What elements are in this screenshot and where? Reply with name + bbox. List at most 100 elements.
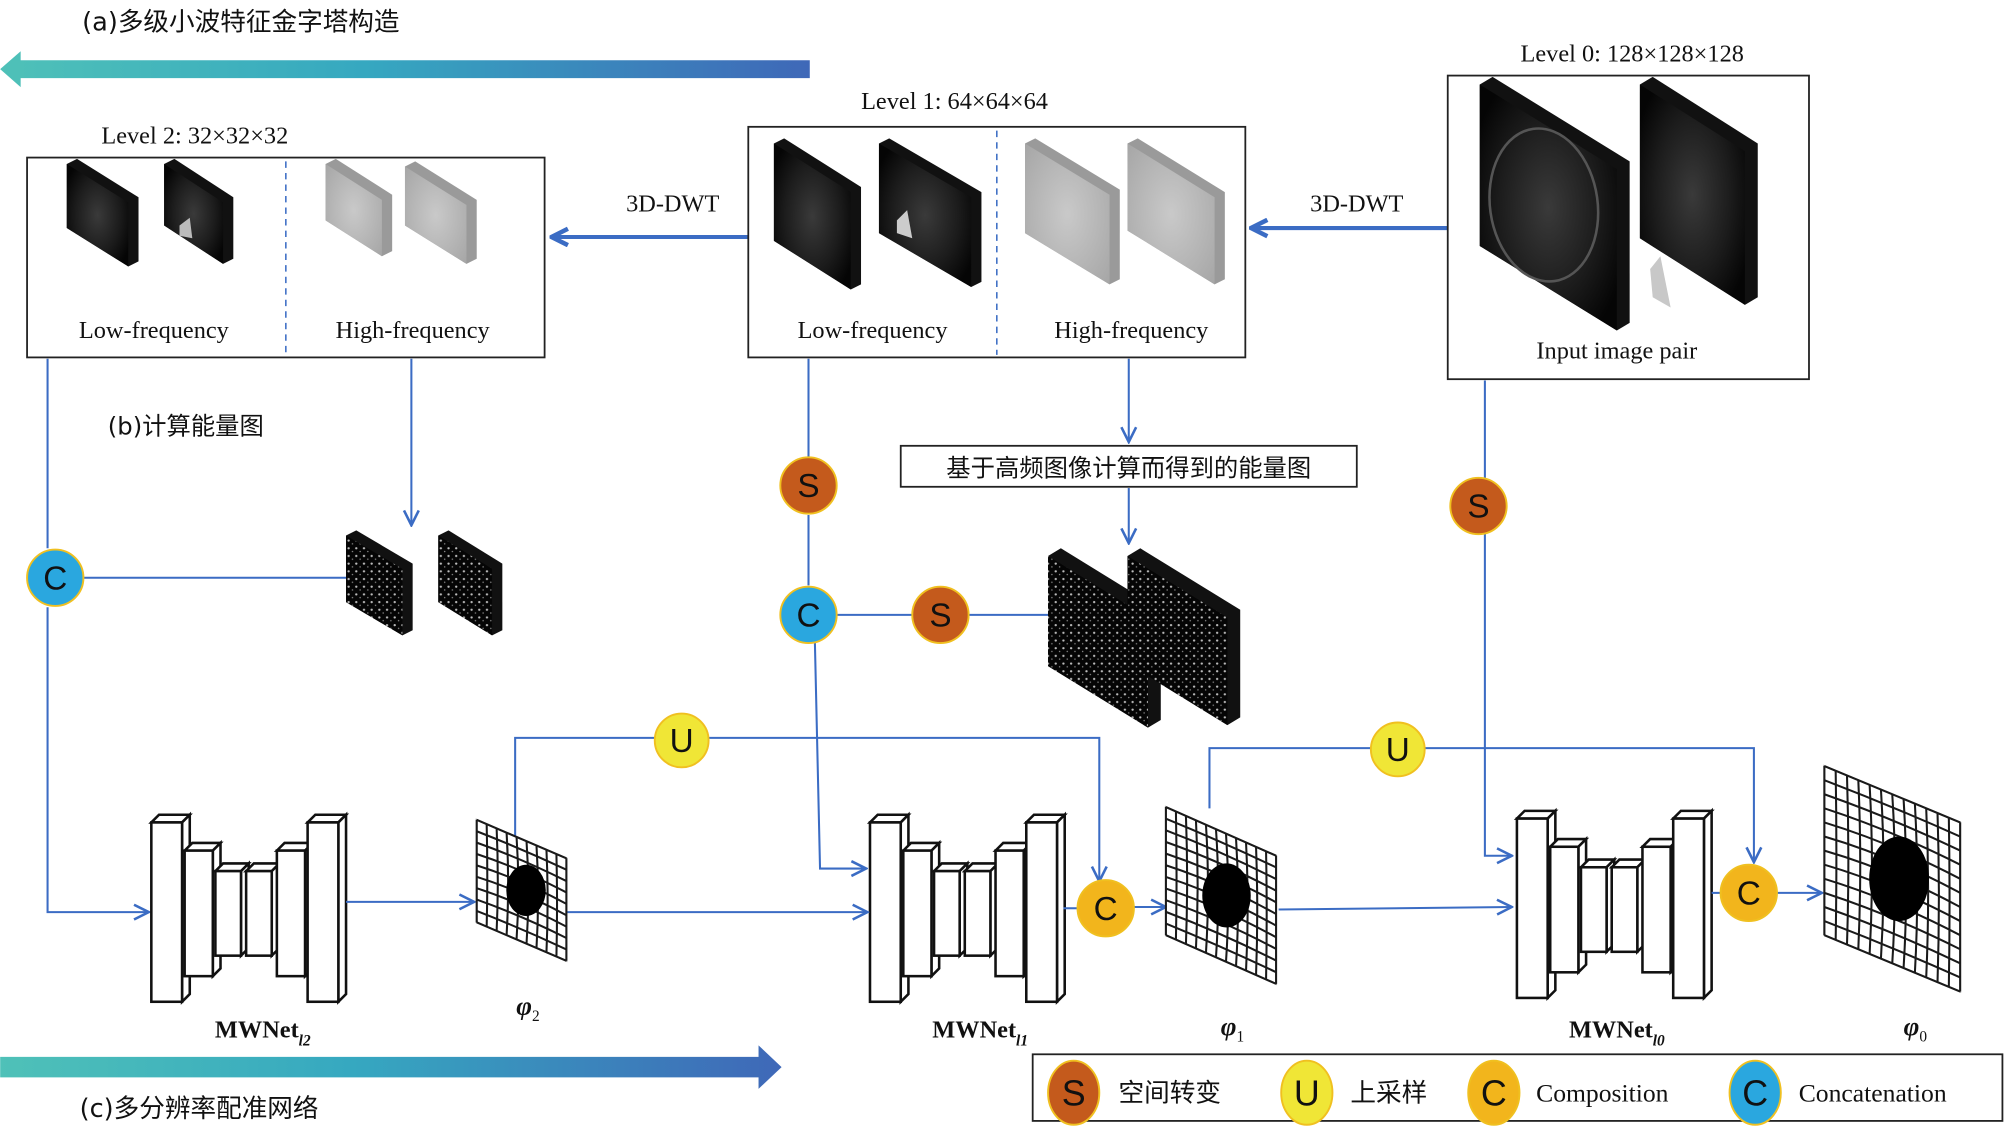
node-symbol: C [796, 597, 820, 634]
grid-line [506, 864, 546, 916]
grid-line [1265, 851, 1268, 980]
upsample-node-phi1: U [1369, 721, 1426, 778]
phi0-sub: 0 [1919, 1028, 1927, 1045]
dwt-label-2: 3D-DWT [1310, 190, 1403, 217]
level-1-low-volume-2 [878, 138, 982, 287]
composition-node-level0: C [1719, 863, 1778, 923]
spatial-transform-node-level1: S [779, 456, 838, 515]
node-symbol: C [43, 560, 67, 597]
phi2-upsample-line-b [708, 736, 1100, 881]
legend-symbol: C [1742, 1074, 1768, 1114]
level-1-label: Level 1: 64×64×64 [861, 88, 1048, 115]
phi2-symbol: φ [516, 991, 532, 1021]
legend-swatch [1467, 1059, 1521, 1126]
grid-line [1823, 920, 1961, 979]
grid-line [485, 824, 489, 927]
grid-line [1194, 820, 1199, 949]
grid-line [1165, 934, 1277, 985]
level-1-low-volume-1 [773, 138, 862, 290]
grid-line [1824, 906, 1961, 965]
legend-swatch [1047, 1059, 1101, 1126]
node-symbol: U [1386, 732, 1410, 769]
dwt-label-1: 3D-DWT [626, 190, 719, 217]
grid-line [1174, 811, 1178, 940]
grid-line [1165, 922, 1277, 974]
grid-line [476, 898, 567, 939]
grid-line [1165, 829, 1277, 880]
grid-line [545, 849, 549, 953]
network-direction-arrow [0, 1045, 782, 1089]
mwnet-l1 [866, 811, 1068, 1005]
operation-nodes: S C S S C U U C C [26, 456, 1778, 938]
node-symbol: S [797, 468, 819, 505]
input-volume-moving [1639, 76, 1758, 308]
mwnet-l2-label: MWNetl2 [215, 1017, 311, 1050]
node-symbol: C [1737, 875, 1761, 912]
grid-line [1834, 770, 1838, 940]
grid-line [1925, 808, 1930, 978]
level-1-high-volume-1 [1024, 138, 1120, 285]
node-symbol: S [929, 597, 951, 634]
mwnet-layer [212, 860, 252, 959]
mwnet-l2-name: MWNet [215, 1017, 299, 1044]
grid-line [476, 841, 567, 882]
legend-swatch [1728, 1059, 1782, 1126]
deformation-field-phi1 [1164, 805, 1278, 986]
node-symbol: C [1094, 891, 1118, 928]
level-2-energy-volume-2 [438, 530, 503, 636]
composition-node-level1: C [1076, 879, 1135, 938]
mwnet-layer [1608, 856, 1649, 955]
legend-symbol: S [1062, 1074, 1086, 1114]
grid-line [476, 921, 567, 962]
phi2-upsample-line-a [514, 736, 657, 846]
mwnet-layer [1023, 811, 1068, 1005]
grid-line [1823, 765, 1961, 824]
phi0-symbol: φ [1904, 1011, 1920, 1041]
grid-line [1824, 807, 1961, 866]
legend-label: 上采样 [1350, 1079, 1427, 1109]
energy-note: 基于高频图像计算而得到的能量图 [946, 454, 1311, 483]
mwnet-l2 [148, 811, 350, 1005]
mwnet-l0-sub: l0 [1653, 1032, 1665, 1049]
phi2-sub: 2 [532, 1008, 540, 1025]
grid-line [1823, 934, 1961, 993]
mwnet-layer [930, 860, 971, 959]
phi1-upsample-line-a [1208, 747, 1371, 809]
grid-line [1165, 841, 1277, 892]
grid-line [476, 818, 567, 860]
node-symbol: S [1467, 489, 1489, 526]
grid-line [1184, 815, 1189, 945]
grid-line [1202, 863, 1251, 928]
mwnet-l0-name: MWNet [1569, 1017, 1653, 1044]
grid-line [1255, 846, 1259, 976]
spatial-transform-node-energy: S [911, 585, 970, 645]
grid-line [1845, 775, 1850, 945]
node-symbol: U [670, 723, 694, 760]
mwnet-l0 [1513, 807, 1715, 1002]
phi1-label: φ1 [1221, 1011, 1244, 1045]
legend-box [1031, 1053, 2004, 1122]
legend-symbol: C [1481, 1074, 1507, 1114]
level-1-energy-volume-2 [1127, 548, 1241, 726]
level-0-label: Level 0: 128×128×128 [1521, 40, 1744, 67]
input-volume-fixed [1479, 76, 1630, 331]
mwnet-layer [1577, 856, 1618, 955]
legend-label: 空间转变 [1119, 1079, 1221, 1109]
grid-line [1869, 836, 1929, 922]
mwnet-layer [961, 860, 1002, 959]
mwnet-l2-sub: l2 [299, 1032, 311, 1049]
grid-line [1824, 793, 1961, 852]
energy-note-box [899, 444, 1358, 488]
mwnet-layer [304, 811, 350, 1005]
concat-to-mwnet1-line [813, 643, 866, 868]
phi1-to-mwnet0-line [1278, 907, 1512, 910]
level-2-high-volume-1 [325, 158, 393, 257]
level-2-label: Level 2: 32×32×32 [101, 122, 288, 149]
upsample-node-phi2: U [653, 712, 710, 769]
grid-line [1857, 780, 1862, 950]
